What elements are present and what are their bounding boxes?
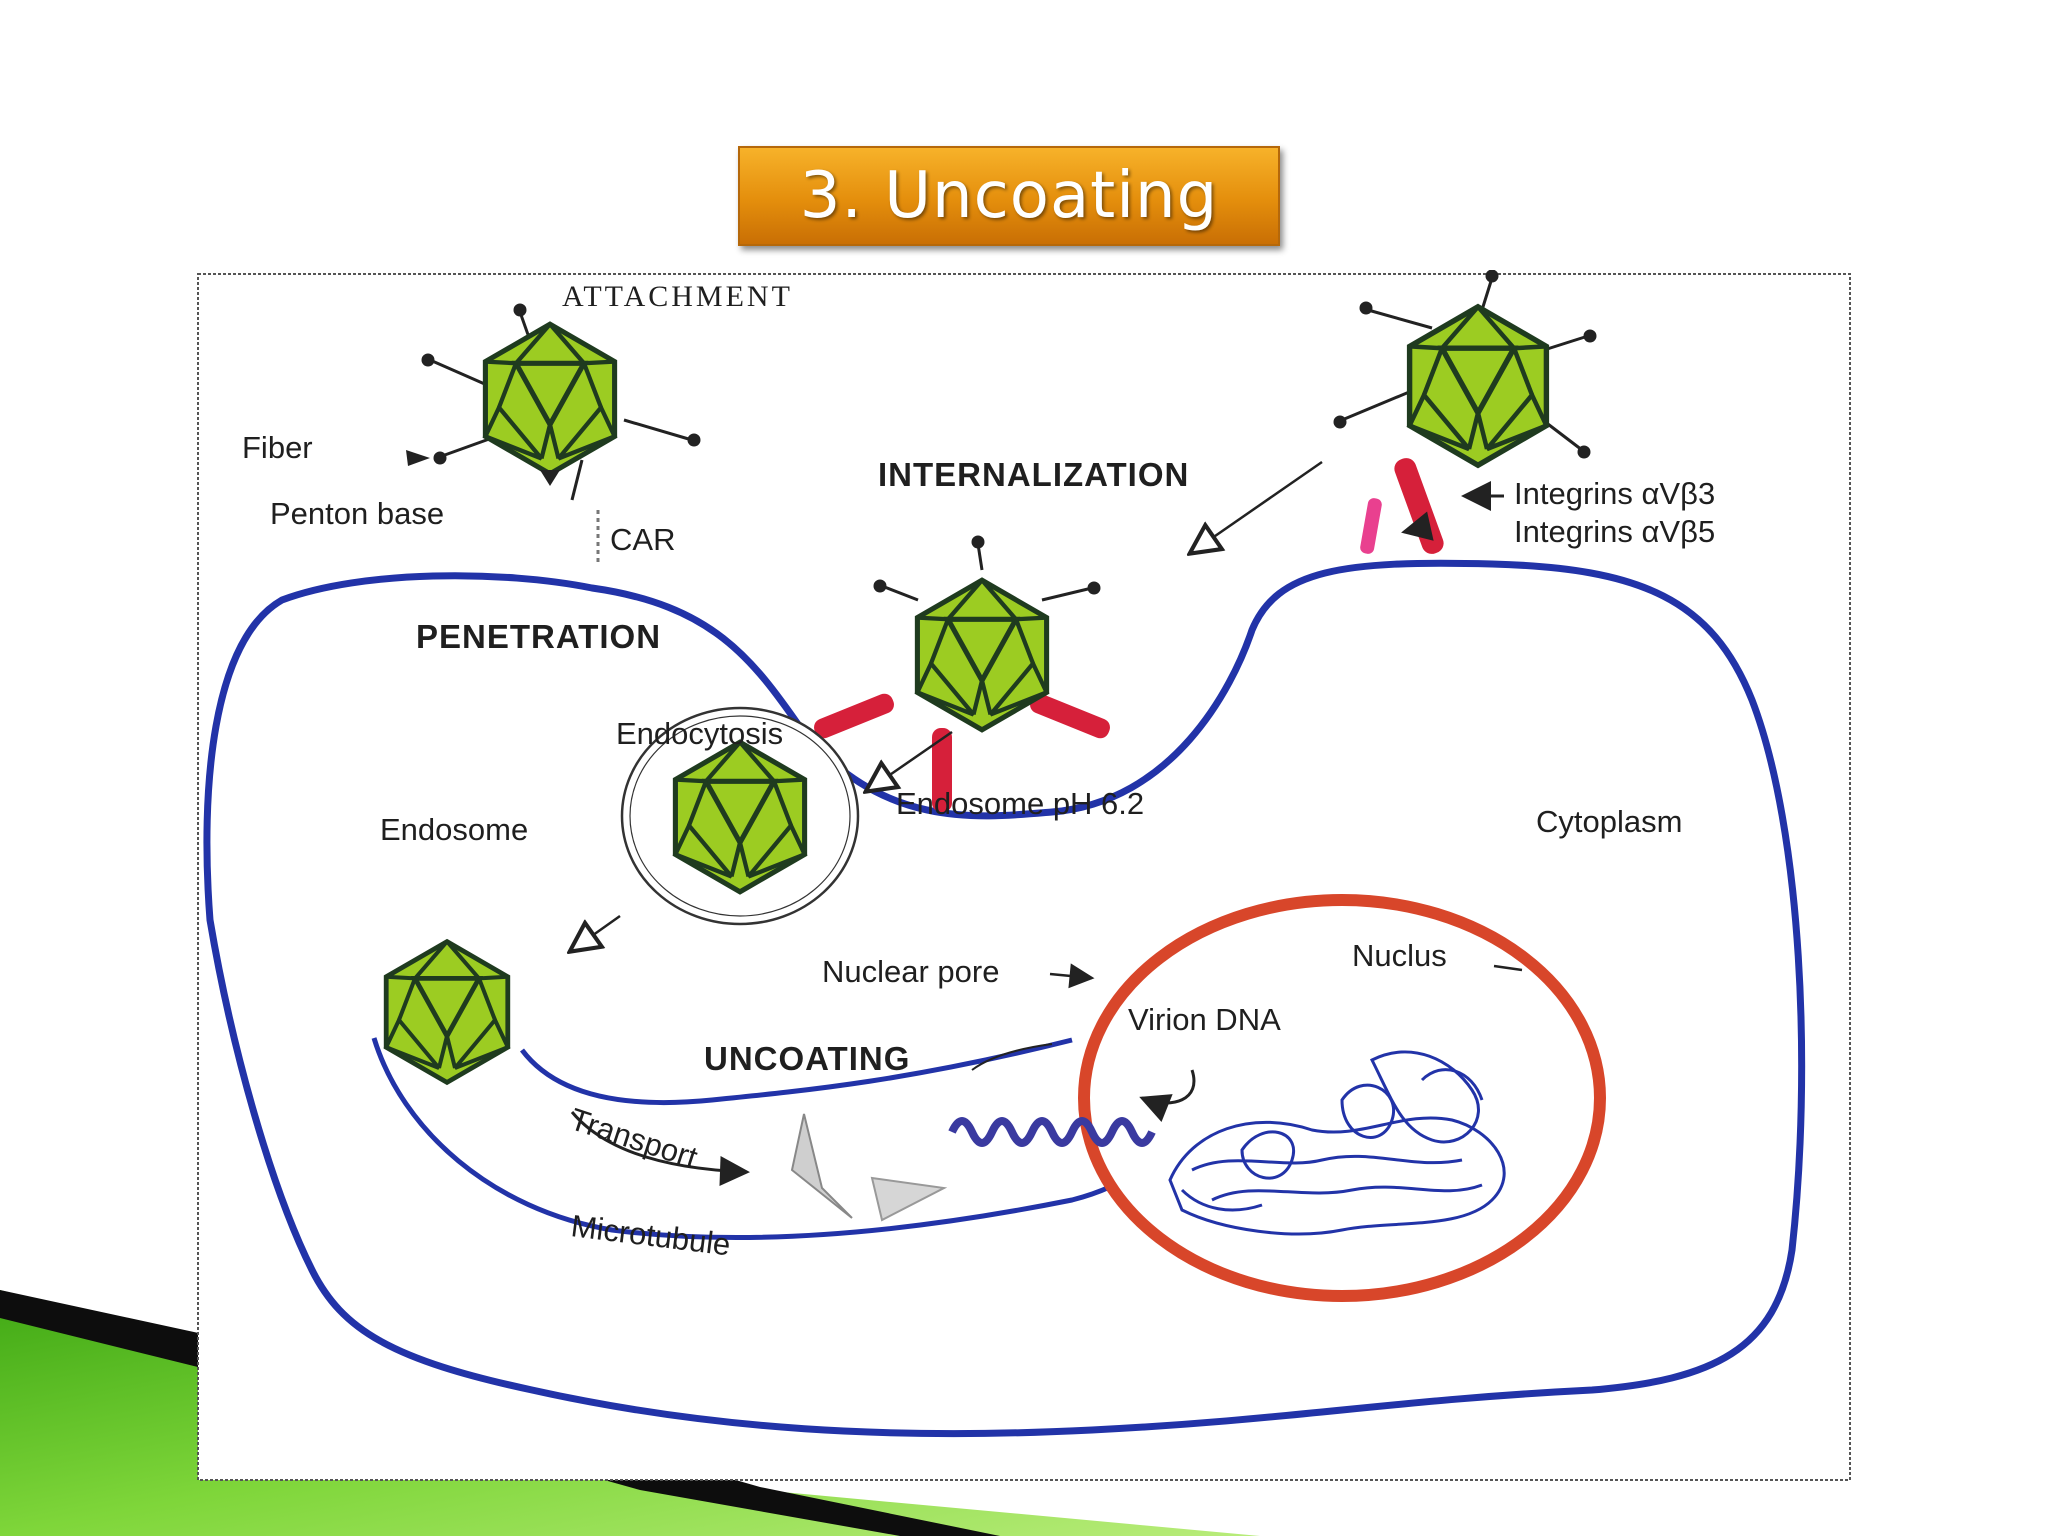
arrow-uncoating — [971, 1043, 1053, 1071]
microtubule-inner — [520, 1037, 1073, 1105]
label-endosome-ph: Endosome pH 6.2 — [896, 786, 1144, 821]
virion-integrin — [1333, 270, 1597, 465]
arrow-integrins-b5 — [1401, 511, 1434, 541]
transport-shading-2 — [870, 1176, 948, 1222]
label-integrins-b3: Integrins αVβ3 — [1514, 476, 1715, 511]
virion-attachment — [421, 303, 701, 501]
label-nuclear-pore: Nuclear pore — [822, 954, 999, 989]
virion-dna — [948, 1117, 1156, 1147]
label-cytoplasm: Cytoplasm — [1536, 804, 1682, 839]
arrow-nuclear-pore — [1049, 963, 1095, 989]
arrow-fiber — [406, 450, 430, 466]
label-internalization: INTERNALIZATION — [878, 456, 1189, 493]
label-endocytosis: Endocytosis — [616, 716, 783, 751]
transport-shading — [790, 1113, 853, 1219]
label-penton-base: Penton base — [270, 496, 444, 531]
label-attachment: ATTACHMENT — [562, 280, 793, 313]
arrow-endosome-release — [572, 914, 621, 950]
label-integrins-b5: Integrins αVβ5 — [1514, 514, 1715, 549]
cell-membrane — [203, 559, 1806, 1438]
arrow-endocytosis — [868, 730, 953, 790]
arrow-transport — [570, 1111, 750, 1187]
title-box: 3. Uncoating — [738, 146, 1280, 246]
virion-penetration — [873, 535, 1101, 730]
uncoating-diagram: ATTACHMENT Fiber Penton base CAR INTERNA… — [197, 270, 1851, 1481]
dna-curl-arrow — [1139, 1069, 1196, 1122]
diagram-frame — [197, 273, 1851, 1481]
label-car: CAR — [610, 522, 675, 557]
arrow-nuclus — [1493, 964, 1523, 972]
label-nuclus: Nuclus — [1352, 938, 1447, 973]
label-endosome: Endosome — [380, 812, 528, 847]
label-penetration: PENETRATION — [416, 618, 661, 655]
arrow-internalization — [1192, 460, 1323, 552]
label-virion-dna: Virion DNA — [1128, 1002, 1281, 1037]
endosome-membrane-inner — [629, 715, 851, 917]
integrin-b5-marker — [1360, 498, 1382, 554]
label-fiber: Fiber — [242, 430, 313, 465]
label-uncoating: UNCOATING — [704, 1040, 910, 1077]
arrow-penton-base — [540, 470, 560, 486]
chromatin — [1168, 1050, 1506, 1236]
slide-title: 3. Uncoating — [799, 159, 1219, 233]
